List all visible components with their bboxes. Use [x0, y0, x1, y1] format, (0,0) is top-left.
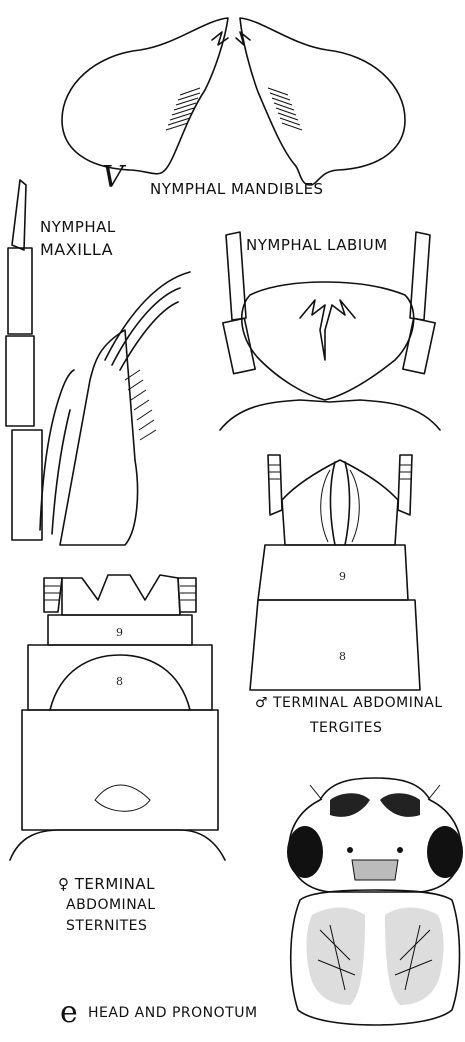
sternite-9-label: 9 [116, 626, 123, 639]
tergite-8-label: 8 [339, 650, 346, 663]
sternite-8-label: 8 [116, 675, 123, 688]
tergites-caption-line2: TERGITES [310, 720, 382, 736]
sternites-caption-line1: ♀ TERMINAL [58, 875, 155, 893]
tergites-figure: 9 8 [250, 455, 420, 690]
maxilla-caption-line2: MAXILLA [40, 240, 113, 259]
head-pronotum-caption: HEAD AND PRONOTUM [88, 1005, 258, 1021]
labium-figure [220, 232, 440, 430]
mandibles-caption: NYMPHAL MANDIBLES [150, 180, 324, 198]
labium-caption: NYMPHAL LABIUM [246, 236, 388, 254]
mandibles-figure: V [62, 18, 405, 195]
sternites-figure: 9 8 [10, 575, 225, 860]
sternites-caption-line3: STERNITES [66, 918, 147, 934]
mandible-mark: V [102, 160, 127, 195]
tergite-9-label: 9 [339, 570, 346, 583]
sternites-caption-line2: ABDOMINAL [66, 897, 156, 913]
tergites-caption-line1: ♂ TERMINAL ABDOMINAL [255, 695, 443, 711]
head-mark: e [60, 995, 78, 1030]
maxilla-caption-line1: NYMPHAL [40, 218, 116, 236]
